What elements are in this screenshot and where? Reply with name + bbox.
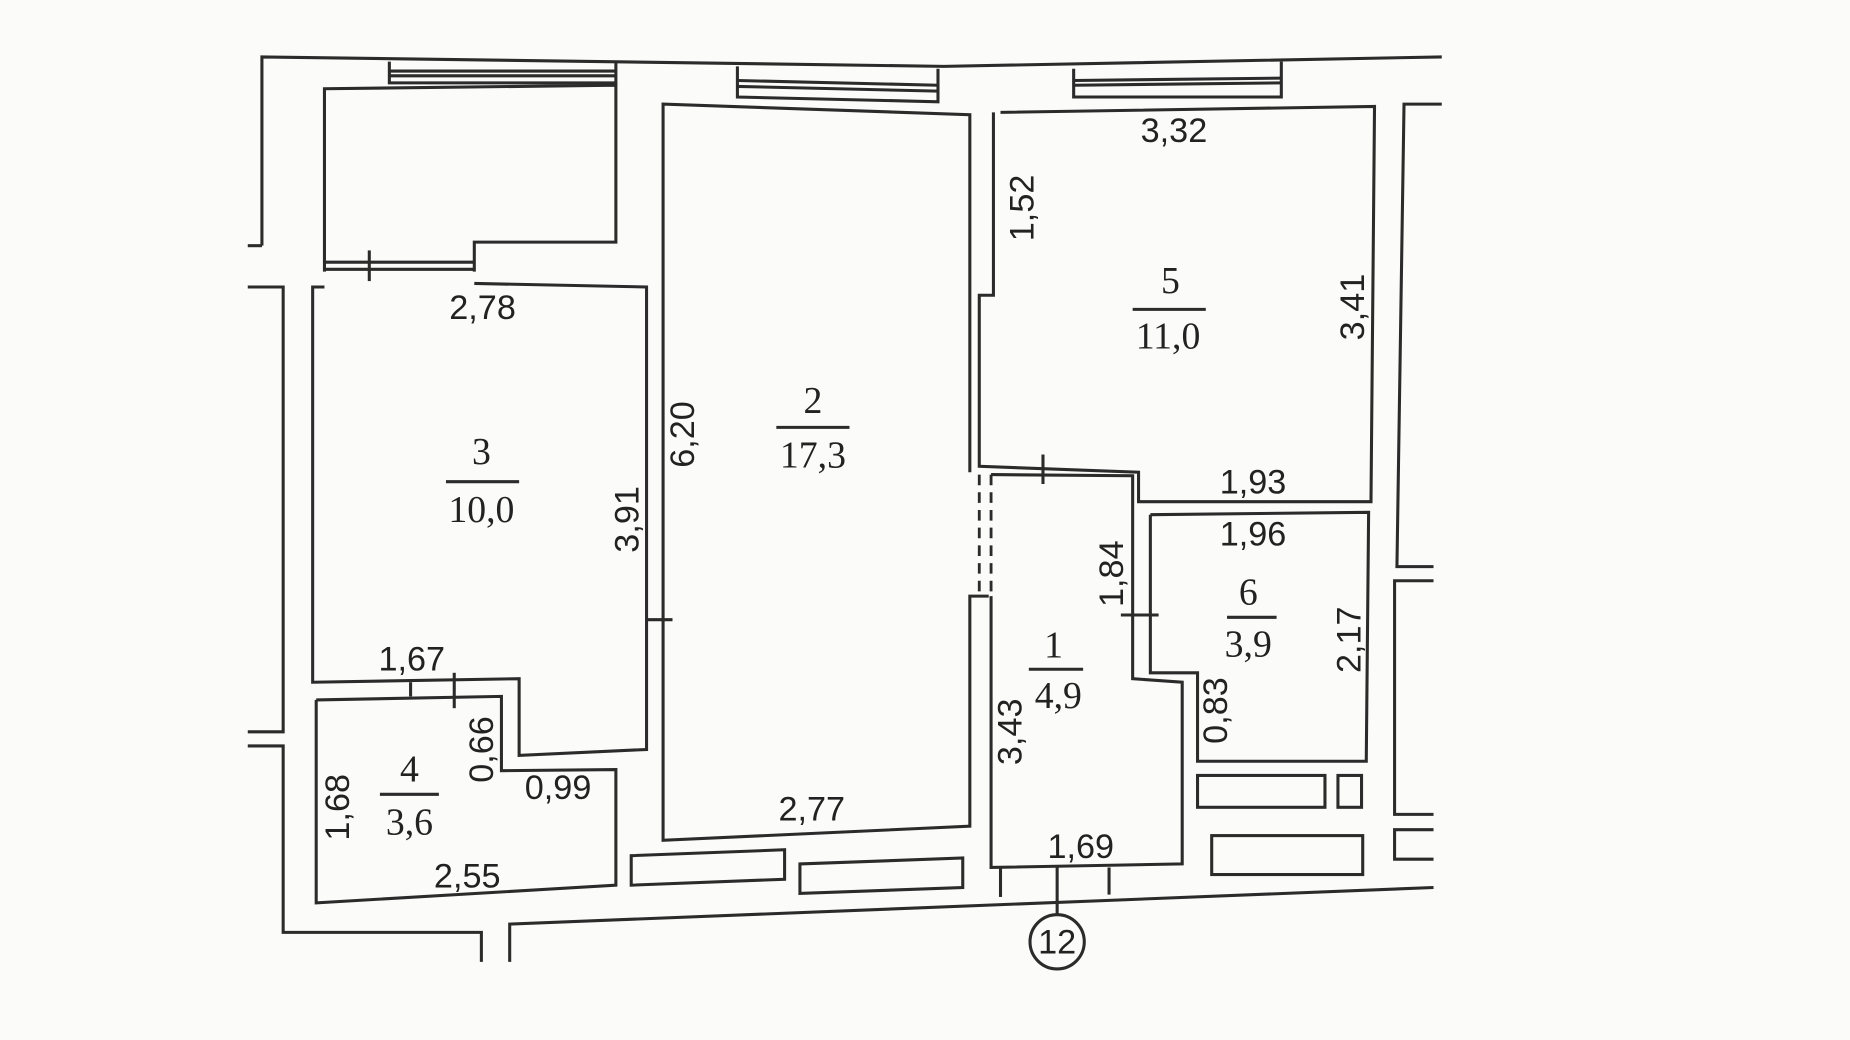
room-2-walls [646,102,993,842]
outer-walls [247,55,1442,962]
room-3-area: 10,0 [448,489,514,531]
room-2-area: 17,3 [780,434,846,476]
dim-r1-right: 1,84 [1093,540,1131,607]
dim-r1-bottom: 1,69 [1047,828,1114,866]
room-1-walls [989,473,1184,897]
dim-r6-right: 2,17 [1330,606,1368,673]
axis-marker-label: 12 [1038,924,1076,962]
dim-r5-right: 3,41 [1334,274,1372,341]
dim-r4-right: 0,99 [525,769,592,807]
dim-r2-left: 6,20 [664,401,702,468]
room-labels: 3 10,0 2 17,3 5 11,0 6 3,9 1 4,9 4 3,6 [379,260,1277,843]
dim-r5-left: 1,52 [1004,175,1042,242]
room-1-area: 4,9 [1035,675,1082,717]
room-5-walls [977,104,1377,504]
dim-r2-bottom: 2,77 [778,790,845,828]
room-4-walls [314,672,618,905]
dim-r1-left: 3,43 [992,698,1030,765]
room-6-number: 6 [1239,571,1258,613]
dim-r5-bottom: 1,93 [1220,463,1287,501]
room-2-number: 2 [803,380,822,422]
fixtures [629,773,1365,896]
dim-r3-top: 2,78 [449,289,516,327]
room-3-number: 3 [472,431,491,473]
balcony [322,83,618,282]
room-3-walls [311,281,649,757]
dim-r5-top: 3,32 [1141,112,1208,150]
room-1-number: 1 [1044,624,1063,666]
room-5-area: 11,0 [1136,315,1201,357]
dim-r3-bottom: 1,67 [378,640,445,678]
dim-r4-top: 0,66 [463,716,501,783]
windows [387,61,1283,104]
axis-marker: 12 [1028,867,1086,971]
dim-r6-left: 0,83 [1197,677,1235,744]
dim-r6-top: 1,96 [1220,515,1287,553]
room-4-area: 3,6 [386,801,433,843]
dim-r4-bottom: 2,55 [434,858,501,896]
room-6-area: 3,9 [1225,623,1272,665]
room-4-number: 4 [400,748,419,790]
dimension-labels: 3,32 1,52 3,41 1,93 2,78 3,91 1,67 6,20 … [319,112,1372,896]
room-5-number: 5 [1161,260,1180,302]
dim-r3-right: 3,91 [608,486,646,553]
dim-r4-left: 1,68 [319,774,357,841]
room-6-walls [1148,510,1371,763]
